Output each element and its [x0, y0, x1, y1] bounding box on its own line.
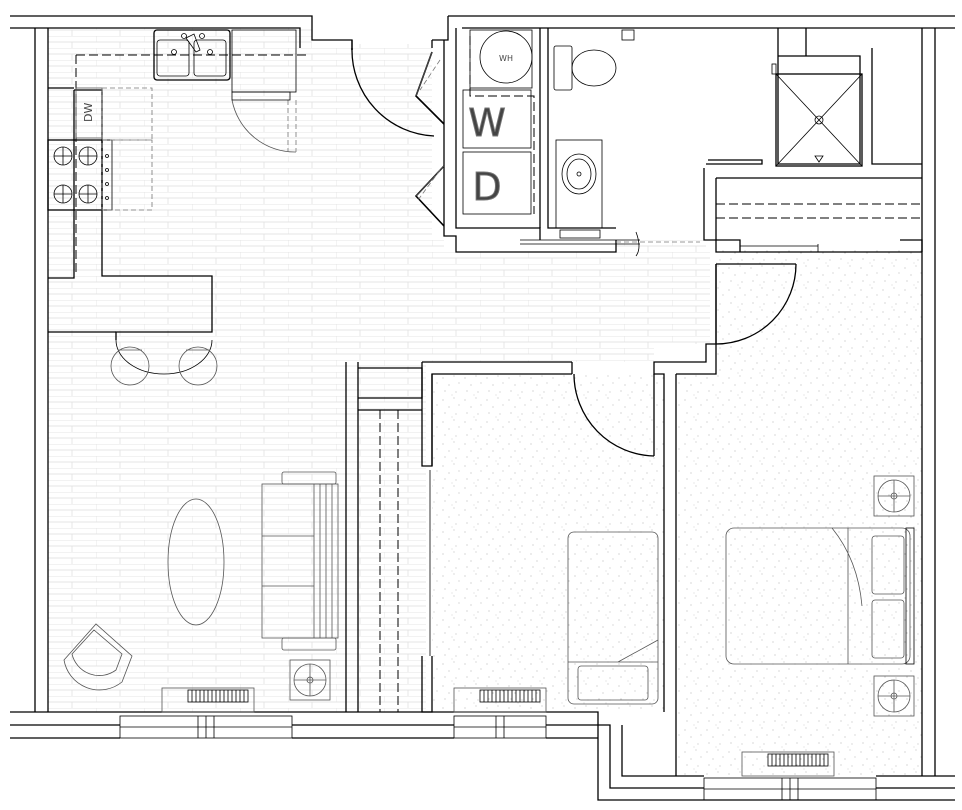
bedroom-1-door: [715, 263, 797, 345]
hall-floor: [706, 252, 710, 344]
range-cooktop: [47, 139, 153, 211]
bedroom-1: [725, 475, 915, 777]
exhaust-fan: [621, 29, 635, 41]
water-heater: WH: [469, 29, 533, 89]
entry-door: [351, 40, 435, 137]
windows: [119, 715, 877, 801]
bedroom-1-floor: [676, 250, 922, 776]
closet-sliding-doors: [379, 410, 431, 712]
window-bedroom-2: [453, 715, 547, 739]
bedroom-1-fan-coil-top: [873, 475, 915, 517]
washer: W: [462, 89, 532, 149]
armchair: [63, 623, 133, 691]
shower: [771, 63, 863, 167]
window-living: [119, 715, 293, 739]
washer-label: W: [468, 101, 506, 145]
living-room: [63, 471, 339, 713]
refrigerator: [231, 29, 297, 101]
toilet: [553, 45, 617, 91]
bar-stools: [110, 339, 218, 386]
twin-bed: [567, 531, 659, 705]
water-heater-label: WH: [499, 54, 513, 63]
bedroom-2-door: [571, 362, 655, 457]
laundry: WH W D: [462, 29, 535, 215]
bedroom-2-floor: [432, 374, 664, 712]
dryer-label: D: [472, 165, 501, 209]
doors: [231, 40, 922, 712]
living-kitchen-floor: [48, 28, 706, 712]
laundry-bifold-doors: [414, 51, 445, 227]
flooring: [48, 28, 922, 776]
bathroom: [553, 29, 863, 239]
coffee-table: [167, 498, 225, 626]
vanity-sink: [555, 139, 603, 239]
dryer: D: [462, 151, 532, 215]
dishwasher: DW: [75, 87, 153, 141]
bedroom-2-ac-unit: [453, 687, 547, 713]
double-bed: [725, 527, 915, 665]
sofa: [261, 471, 339, 651]
closet-hall-sliding-doors: [716, 203, 922, 219]
upper-cabinets-outline: [75, 54, 310, 276]
bedroom-2: [453, 531, 659, 713]
kitchen-sink: [153, 29, 231, 81]
window-bedroom-1: [703, 777, 877, 801]
living-fan-coil: [289, 659, 331, 701]
bedroom-1-ac-unit: [741, 751, 835, 777]
dishwasher-label: DW: [82, 103, 95, 122]
kitchen: DW: [47, 29, 310, 386]
walls: [10, 15, 955, 801]
bedroom-1-fan-coil-bottom: [873, 675, 915, 717]
living-ac-unit: [161, 687, 255, 713]
bathroom-pocket-door: [520, 231, 700, 257]
pantry-door: [231, 99, 297, 153]
